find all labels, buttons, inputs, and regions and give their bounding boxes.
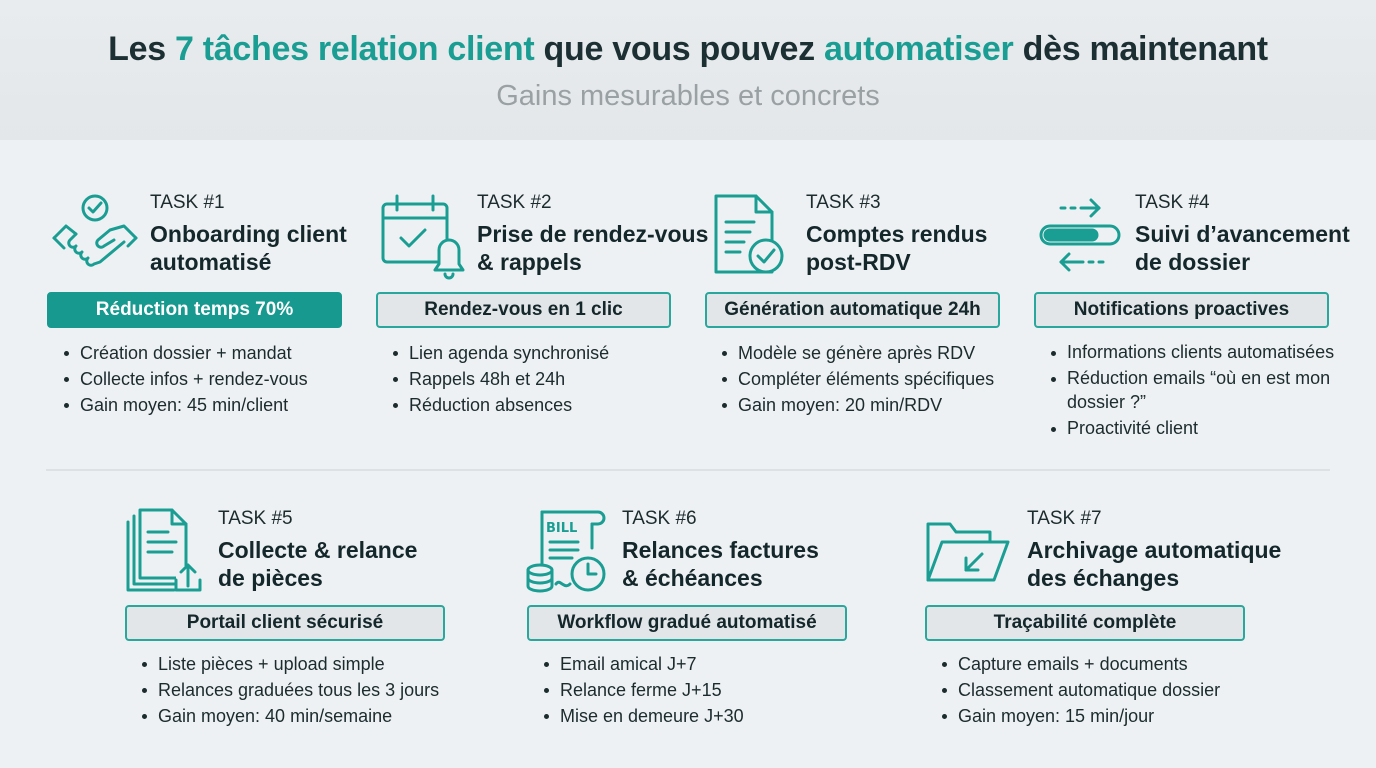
list-item: Relance ferme J+15	[538, 677, 858, 703]
task-title-line: des échanges	[1027, 565, 1180, 591]
list-item: Email amical J+7	[538, 651, 858, 677]
list-item: Gain moyen: 45 min/client	[58, 392, 348, 418]
section-divider	[46, 469, 1330, 471]
task-card-3: TASK #3 Comptes rendus post-RDV Générati…	[704, 188, 1024, 448]
task-title-line: Relances factures	[622, 537, 819, 563]
task-title: Prise de rendez-vous & rappels	[477, 220, 708, 276]
list-item: Collecte infos + rendez-vous	[58, 366, 348, 392]
page-title: Les 7 tâches relation client que vous po…	[0, 30, 1376, 69]
task-title: Suivi d’avancement de dossier	[1135, 220, 1350, 276]
handshake-check-icon	[50, 190, 140, 280]
task-title-line: automatisé	[150, 249, 272, 275]
list-item: Liste pièces + upload simple	[136, 651, 466, 677]
task-card-7: TASK #7 Archivage automatique des échang…	[924, 504, 1294, 744]
task-bullet-list: Lien agenda synchronisé Rappels 48h et 2…	[387, 340, 687, 418]
list-item: Rappels 48h et 24h	[387, 366, 687, 392]
task-title-line: Prise de rendez-vous	[477, 221, 709, 247]
task-title-line: & rappels	[477, 249, 582, 275]
task-badge: Génération automatique 24h	[705, 292, 1000, 328]
task-title: Onboarding client automatisé	[150, 220, 347, 276]
list-item: Modèle se génère après RDV	[716, 340, 1021, 366]
task-number: TASK #2	[477, 192, 552, 213]
list-item: Classement automatique dossier	[936, 677, 1276, 703]
list-item: Informations clients automatisées	[1045, 340, 1363, 364]
task-card-4: TASK #4 Suivi d’avancement de dossier No…	[1033, 188, 1363, 458]
task-badge: Traçabilité complète	[925, 605, 1245, 641]
task-badge: Notifications proactives	[1034, 292, 1329, 328]
list-item: Gain moyen: 40 min/semaine	[136, 703, 466, 729]
task-bullet-list: Email amical J+7 Relance ferme J+15 Mise…	[538, 651, 858, 729]
list-item: Gain moyen: 20 min/RDV	[716, 392, 1021, 418]
task-title-line: Comptes rendus	[806, 221, 988, 247]
task-number: TASK #4	[1135, 192, 1210, 213]
list-item: Réduction absences	[387, 392, 687, 418]
list-item: Capture emails + documents	[936, 651, 1276, 677]
calendar-bell-icon	[379, 192, 469, 282]
task-title-line: Onboarding client	[150, 221, 347, 247]
task-bullet-list: Création dossier + mandat Collecte infos…	[58, 340, 348, 418]
list-item: Réduction emails “où en est mon dossier …	[1045, 366, 1363, 414]
task-title: Relances factures & échéances	[622, 536, 819, 592]
title-accent-text: 7 tâches relation client	[175, 30, 535, 68]
list-item: Compléter éléments spécifiques	[716, 366, 1021, 392]
progress-arrows-icon	[1037, 192, 1127, 282]
task-title-line: de dossier	[1135, 249, 1251, 275]
task-bullet-list: Capture emails + documents Classement au…	[936, 651, 1276, 729]
task-number: TASK #5	[218, 508, 293, 529]
task-number: TASK #1	[150, 192, 225, 213]
task-badge: Workflow gradué automatisé	[527, 605, 847, 641]
task-title-line: post-RDV	[806, 249, 911, 275]
task-number: TASK #7	[1027, 508, 1102, 529]
task-title: Collecte & relance de pièces	[218, 536, 417, 592]
task-title-line: de pièces	[218, 565, 323, 591]
documents-upload-icon	[124, 508, 214, 598]
title-text: Les	[108, 30, 176, 68]
bill-clock-icon: BILL	[526, 508, 616, 598]
list-item: Création dossier + mandat	[58, 340, 348, 366]
task-card-5: TASK #5 Collecte & relance de pièces Por…	[124, 504, 464, 744]
list-item: Proactivité client	[1045, 416, 1363, 440]
header: Les 7 tâches relation client que vous po…	[0, 0, 1376, 140]
page-subtitle: Gains mesurables et concrets	[496, 80, 880, 112]
document-check-icon	[710, 192, 800, 282]
task-badge: Portail client sécurisé	[125, 605, 445, 641]
list-item: Relances graduées tous les 3 jours	[136, 677, 466, 703]
task-bullet-list: Modèle se génère après RDV Compléter élé…	[716, 340, 1021, 418]
task-title-line: Archivage automatique	[1027, 537, 1282, 563]
list-item: Mise en demeure J+30	[538, 703, 858, 729]
title-text: que vous pouvez	[534, 30, 825, 68]
list-item: Gain moyen: 15 min/jour	[936, 703, 1276, 729]
task-title: Comptes rendus post-RDV	[806, 220, 987, 276]
task-title-line: Suivi d’avancement	[1135, 221, 1350, 247]
bill-icon-label: BILL	[546, 521, 577, 536]
title-accent-text: automatiser	[824, 30, 1014, 68]
task-number: TASK #6	[622, 508, 697, 529]
task-number: TASK #3	[806, 192, 881, 213]
folder-archive-icon	[924, 510, 1014, 600]
task-title-line: Collecte & relance	[218, 537, 418, 563]
task-badge: Rendez-vous en 1 clic	[376, 292, 671, 328]
task-bullet-list: Liste pièces + upload simple Relances gr…	[136, 651, 466, 729]
task-card-2: TASK #2 Prise de rendez-vous & rappels R…	[375, 188, 708, 448]
task-badge: Réduction temps 70%	[47, 292, 342, 328]
title-text: dès maintenant	[1013, 30, 1269, 68]
task-card-1: TASK #1 Onboarding client automatisé Réd…	[46, 188, 356, 448]
task-card-6: BILL TASK #6 Relances factures & échéanc…	[526, 504, 866, 744]
task-title-line: & échéances	[622, 565, 763, 591]
task-bullet-list: Informations clients automatisées Réduct…	[1045, 340, 1363, 440]
task-title: Archivage automatique des échanges	[1027, 536, 1281, 592]
list-item: Lien agenda synchronisé	[387, 340, 687, 366]
